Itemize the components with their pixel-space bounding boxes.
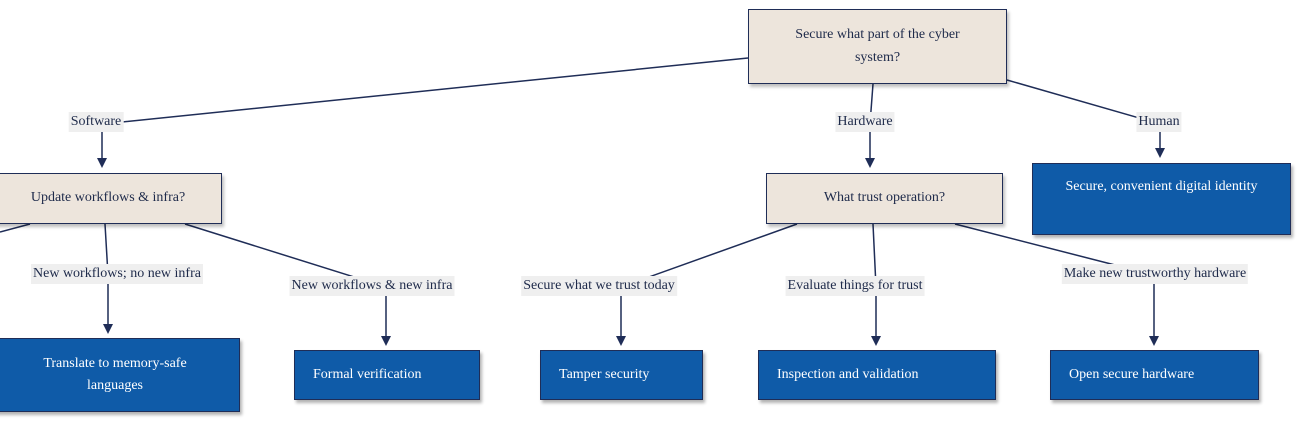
software-question-label: Update workflows & infra? <box>30 190 186 206</box>
identity-label: Secure, convenient digital identity <box>1065 179 1258 194</box>
edge-label-human: Human <box>1136 112 1182 132</box>
edge-label-evaluate-trust: Evaluate things for trust <box>785 276 925 296</box>
inspection-validation-label: Inspection and validation <box>777 366 919 382</box>
inspection-validation-node: Inspection and validation <box>758 350 996 400</box>
formal-verification-node: Formal verification <box>294 350 480 400</box>
edge-label-software: Software <box>68 112 124 132</box>
edge-root-software <box>97 57 749 168</box>
edge-label-new-workflows-new-infra: New workflows & new infra <box>289 276 455 296</box>
tamper-security-node: Tamper security <box>540 350 703 400</box>
identity-node: Secure, convenient digital identity <box>1032 163 1291 235</box>
edge-hardware-openhw <box>954 223 1159 346</box>
edge-label-make-hardware: Make new trustworthy hardware <box>1061 264 1249 284</box>
formal-verification-label: Formal verification <box>313 366 422 382</box>
translate-node: Translate to memory-safe languages <box>0 338 240 412</box>
translate-label: Translate to memory-safe languages <box>43 355 187 393</box>
open-secure-hardware-node: Open secure hardware <box>1050 350 1259 400</box>
open-secure-hardware-label: Open secure hardware <box>1069 366 1195 382</box>
edge-label-new-workflows-no-infra: New workflows; no new infra <box>31 264 203 284</box>
root-node-label: Secure what part of the cyber system? <box>795 27 960 65</box>
hardware-question-node: What trust operation? <box>766 173 1003 224</box>
tamper-security-label: Tamper security <box>559 366 650 382</box>
software-question-node: Update workflows & infra? <box>0 173 222 224</box>
edge-software-offscreen <box>0 223 31 233</box>
edge-label-hardware: Hardware <box>835 112 895 132</box>
root-node: Secure what part of the cyber system? <box>748 9 1007 84</box>
hardware-question-label: What trust operation? <box>823 190 946 206</box>
edge-label-secure-trust-today: Secure what we trust today <box>521 276 677 296</box>
